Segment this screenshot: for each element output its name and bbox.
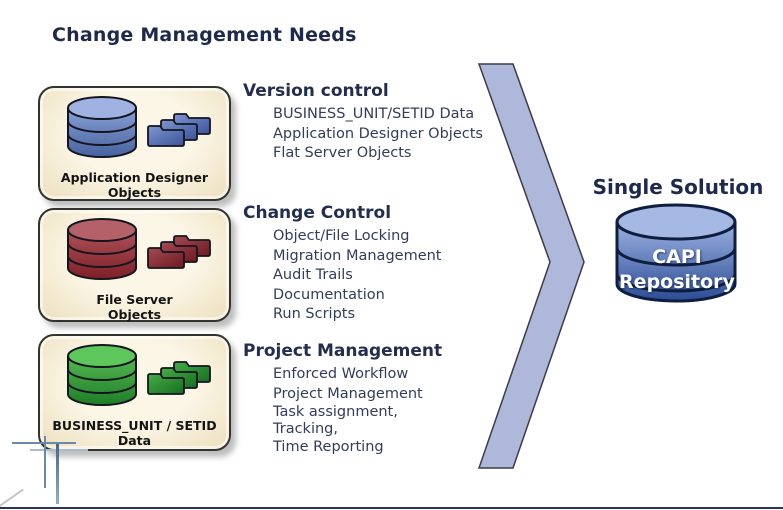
section-heading: Version control xyxy=(243,81,389,101)
corner-crosshair-decoration xyxy=(56,444,59,504)
list-item: Tracking, xyxy=(273,421,338,437)
section-heading: Change Control xyxy=(243,203,392,223)
source-box-business-unit-setid: BUSINESS_UNIT / SETID Data xyxy=(38,334,231,451)
slide-corner-edge xyxy=(0,488,24,508)
section-heading: Project Management xyxy=(243,341,443,361)
list-item: Object/File Locking xyxy=(273,228,410,244)
list-item: Time Reporting xyxy=(273,439,384,455)
list-item: BUSINESS_UNIT/SETID Data xyxy=(273,106,475,122)
list-item: Project Management xyxy=(273,385,423,402)
section-version-control: Version control BUSINESS_UNIT/SETID Data… xyxy=(243,81,483,164)
list-item: Enforced Workflow xyxy=(273,366,409,382)
corner-crosshair-decoration xyxy=(30,449,88,451)
section-change-control: Change Control Object/File Locking Migra… xyxy=(243,203,478,325)
list-item: Audit Trails xyxy=(273,267,353,283)
database-cylinder-icon-capi xyxy=(615,203,737,303)
page-title: Change Management Needs xyxy=(52,24,357,46)
box-label: File Server Objects xyxy=(96,292,173,322)
list-item: Application Designer Objects xyxy=(273,125,483,142)
capi-repository-cylinder: CAPI Repository xyxy=(609,201,745,325)
box-label: Application Designer Objects xyxy=(60,170,209,200)
solution-heading: Single Solution xyxy=(592,175,764,199)
list-item: Flat Server Objects xyxy=(273,145,412,161)
database-and-folders-icon-blue xyxy=(66,96,211,158)
section-project-management: Project Management Enforced Workflow Pro… xyxy=(243,341,478,458)
list-item: Documentation xyxy=(273,286,385,303)
corner-crosshair-decoration xyxy=(44,436,46,488)
box-label: BUSINESS_UNIT / SETID Data xyxy=(52,418,217,448)
slide-bottom-border xyxy=(0,507,783,509)
list-item: Migration Management xyxy=(273,247,442,264)
list-item: Task assignment, xyxy=(273,404,398,420)
chevron-arrow xyxy=(477,63,585,469)
list-item: Run Scripts xyxy=(273,306,356,322)
database-and-folders-icon-red xyxy=(66,218,211,280)
database-and-folders-icon-green xyxy=(66,344,211,406)
source-box-file-server: File Server Objects xyxy=(38,208,231,322)
repository-label: CAPI Repository xyxy=(619,246,735,293)
source-box-application-designer: Application Designer Objects xyxy=(38,86,231,201)
